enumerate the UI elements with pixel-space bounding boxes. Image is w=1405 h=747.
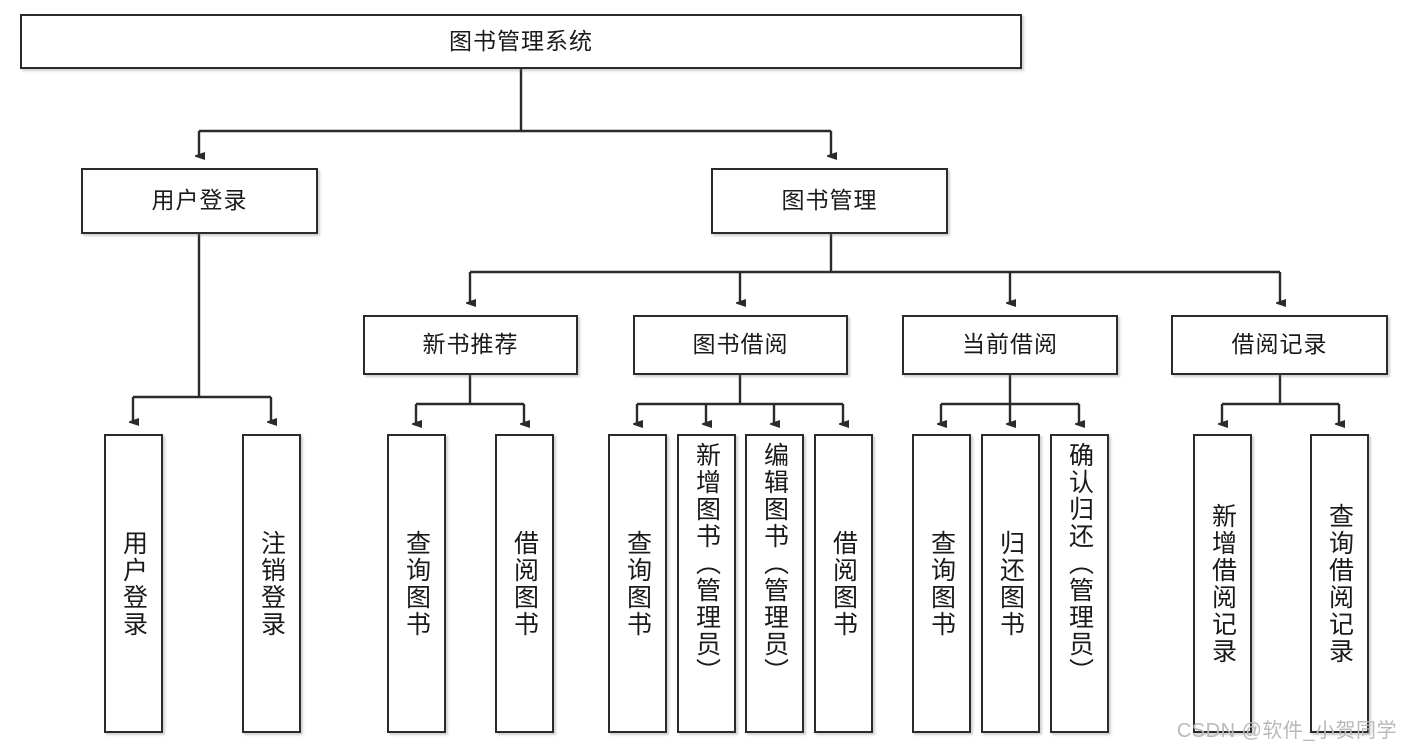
leaf-label: 查询借阅记录	[1325, 502, 1354, 665]
leaf-book-borrow-borrow-book[interactable]: 借阅图书	[814, 434, 873, 733]
leaf-label: 新增图书（管理员）	[692, 442, 721, 685]
node-user-login[interactable]: 用户登录	[81, 168, 318, 234]
leaf-borrow-record-query-record[interactable]: 查询借阅记录	[1310, 434, 1369, 733]
watermark-text: CSDN @软件_小贺同学	[1176, 720, 1397, 742]
leaf-current-borrow-return-book[interactable]: 归还图书	[981, 434, 1040, 733]
node-label: 借阅记录	[1231, 331, 1328, 358]
node-current-borrow[interactable]: 当前借阅	[902, 315, 1118, 375]
leaf-label: 新增借阅记录	[1208, 502, 1237, 665]
node-label: 新书推荐	[422, 331, 519, 358]
node-label: 图书管理	[781, 187, 878, 214]
leaf-label: 用户登录	[119, 529, 148, 638]
leaf-label: 查询图书	[927, 529, 956, 638]
node-label: 当前借阅	[962, 331, 1058, 358]
leaf-label: 确认归还（管理员）	[1065, 442, 1094, 685]
leaf-label: 借阅图书	[829, 529, 858, 638]
leaf-user-login-login[interactable]: 用户登录	[104, 434, 163, 733]
node-book-borrow[interactable]: 图书借阅	[633, 315, 848, 375]
node-book-management[interactable]: 图书管理	[711, 168, 948, 234]
leaf-label: 注销登录	[257, 529, 286, 638]
node-borrow-record[interactable]: 借阅记录	[1171, 315, 1388, 375]
leaf-label: 借阅图书	[510, 529, 539, 638]
leaf-book-borrow-edit-book-admin[interactable]: 编辑图书（管理员）	[745, 434, 804, 733]
leaf-book-borrow-add-book-admin[interactable]: 新增图书（管理员）	[677, 434, 736, 733]
leaf-borrow-record-add-record[interactable]: 新增借阅记录	[1193, 434, 1252, 733]
leaf-label: 归还图书	[996, 529, 1025, 638]
leaf-label: 编辑图书（管理员）	[760, 442, 789, 685]
node-label: 图书管理系统	[449, 27, 593, 54]
leaf-user-login-logout[interactable]: 注销登录	[242, 434, 301, 733]
leaf-current-borrow-confirm-return-admin[interactable]: 确认归还（管理员）	[1050, 434, 1109, 733]
node-label: 图书借阅	[692, 331, 789, 358]
node-label: 用户登录	[151, 187, 248, 214]
leaf-new-book-borrow-book[interactable]: 借阅图书	[495, 434, 554, 733]
leaf-new-book-query-book[interactable]: 查询图书	[387, 434, 446, 733]
leaf-book-borrow-query-book[interactable]: 查询图书	[608, 434, 667, 733]
leaf-label: 查询图书	[402, 529, 431, 638]
leaf-current-borrow-query-book[interactable]: 查询图书	[912, 434, 971, 733]
leaf-label: 查询图书	[623, 529, 652, 638]
node-root-book-management-system[interactable]: 图书管理系统	[20, 14, 1022, 69]
node-new-book-recommend[interactable]: 新书推荐	[363, 315, 578, 375]
